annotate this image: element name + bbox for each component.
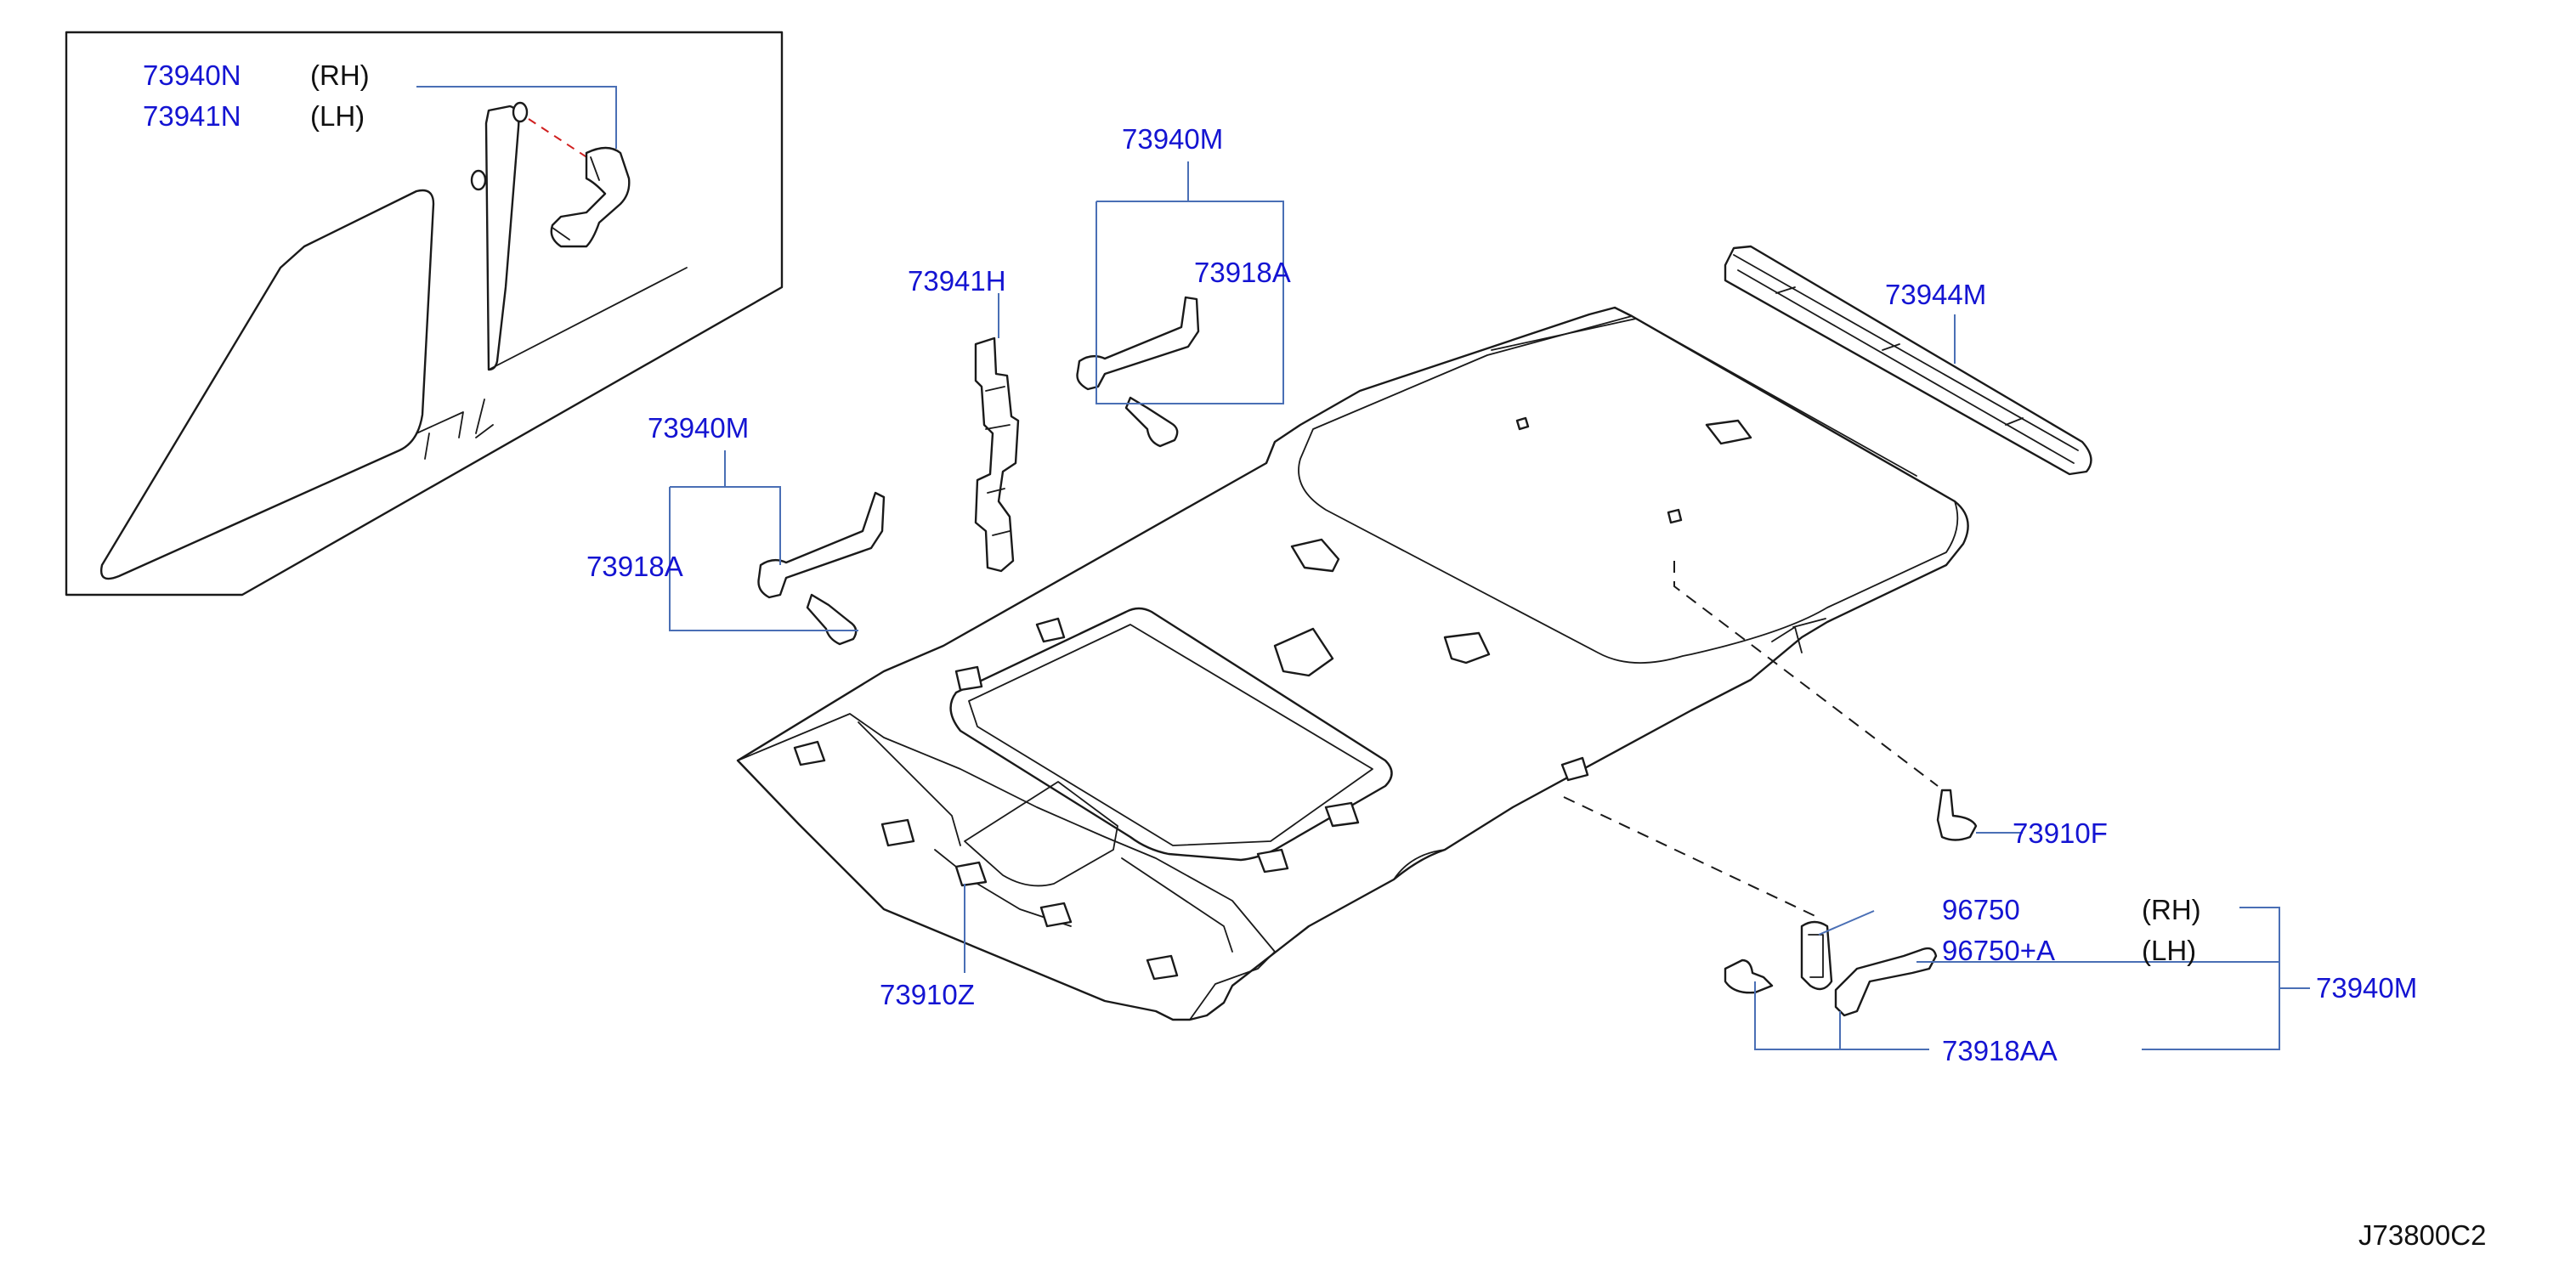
headlining-rear-section: [1298, 315, 1959, 664]
headlining-outline: [736, 306, 1969, 1021]
inset-roof-line: [488, 267, 688, 370]
quarter-window: [100, 189, 435, 580]
inset-trim-lines: [416, 399, 494, 460]
molding-details: [1733, 254, 2079, 464]
inset-guide-line: [528, 118, 592, 161]
headlining-front-edge: [737, 713, 1276, 1021]
grip-top-body: [1076, 296, 1200, 391]
grip-cover-detail: [1808, 934, 1824, 978]
inset-grip-detail: [552, 156, 600, 240]
leader-lines: [416, 86, 2310, 1050]
grip-locator-line: [1563, 796, 1820, 919]
label-inset-rh-side: (RH): [310, 59, 370, 91]
headlining-rear-creases: [1491, 318, 1917, 653]
leader-73940n: [416, 86, 617, 149]
label-cover-rh-side: (RH): [2142, 894, 2201, 925]
mount-hole-upper: [512, 101, 529, 123]
mount-pad-13: [1146, 954, 1179, 981]
assist-grip-right: [1724, 920, 1938, 1017]
grip-right-screw: [1724, 958, 1774, 994]
sunroof-inner-edge: [968, 624, 1373, 846]
mount-pad-8: [1256, 848, 1289, 874]
mount-pad-11: [954, 861, 988, 887]
assist-grip-left: [757, 491, 886, 646]
mount-pad-6: [954, 665, 983, 692]
label-inset-lh-side: (LH): [310, 100, 365, 132]
headlining-side-notch: [1393, 849, 1446, 880]
headlining-panel: [736, 306, 1969, 1021]
grip-top-screw: [1124, 396, 1179, 448]
grip-left-screw: [806, 593, 858, 646]
clip-locator-line: [1673, 561, 1939, 787]
molding-body: [1724, 245, 2092, 476]
labels: 73940N (RH) 73941N (LH) 73940M 73918A 73…: [143, 59, 2486, 1251]
leader-73918aa: [1754, 981, 1929, 1050]
grip-left-body: [757, 491, 886, 599]
label-cover-lh-part[interactable]: 96750+A: [1942, 935, 2055, 966]
bracket-body: [974, 336, 1020, 573]
label-grip-left-part[interactable]: 73940M: [648, 412, 749, 444]
label-bracket-part[interactable]: 73941H: [908, 265, 1006, 297]
grip-cover: [1800, 920, 1833, 991]
mount-pad-5: [1035, 617, 1066, 643]
clip-body: [1936, 789, 1978, 841]
mount-pad-12: [1039, 902, 1073, 928]
leader-73940m-top: [1096, 161, 1284, 404]
label-grip-left-clip[interactable]: 73918A: [586, 551, 683, 582]
mount-pad-3: [1443, 631, 1491, 664]
label-inset-lh-part[interactable]: 73941N: [143, 100, 241, 132]
mount-pad-15: [1515, 416, 1530, 431]
mount-pad-1: [1290, 538, 1340, 573]
mount-pad-10: [793, 740, 826, 766]
label-inset-rh-part[interactable]: 73940N: [143, 59, 241, 91]
bracket: [974, 336, 1020, 573]
mount-hole-lower: [470, 169, 487, 191]
leader-73940m-left: [669, 450, 858, 631]
label-grip-top-part[interactable]: 73940M: [1122, 123, 1223, 155]
mount-pad-2: [1273, 627, 1334, 677]
mount-pad-14: [1560, 756, 1589, 782]
diagram-code: J73800C2: [2358, 1219, 2486, 1251]
label-grip-right-clip[interactable]: 73918AA: [1942, 1035, 2058, 1066]
leader-73940m-right: [1916, 907, 2310, 1050]
label-cover-rh-part[interactable]: 96750: [1942, 894, 2020, 925]
mount-pad-16: [1667, 508, 1683, 524]
grip-right-body: [1834, 947, 1938, 1017]
map-lamp-opening: [964, 781, 1118, 887]
roof-molding: [1724, 245, 2092, 476]
assist-grip-top: [1076, 296, 1200, 448]
mount-pad-7: [1324, 801, 1360, 828]
label-grip-top-clip[interactable]: 73918A: [1194, 257, 1291, 288]
bracket-details: [985, 386, 1011, 536]
label-grip-right-part[interactable]: 73940M: [2316, 972, 2417, 1004]
clip: [1936, 789, 1978, 841]
label-clip-part[interactable]: 73910F: [2013, 817, 2108, 849]
label-headlining-part[interactable]: 73910Z: [880, 979, 975, 1010]
inset-view: [65, 31, 784, 597]
leader-96750: [1818, 910, 1875, 936]
inset-assist-grip: [550, 146, 631, 248]
label-molding-part[interactable]: 73944M: [1885, 279, 1986, 310]
label-cover-lh-side: (LH): [2142, 935, 2196, 966]
mount-pad-9: [880, 818, 915, 847]
mount-pad-4: [1705, 419, 1752, 445]
